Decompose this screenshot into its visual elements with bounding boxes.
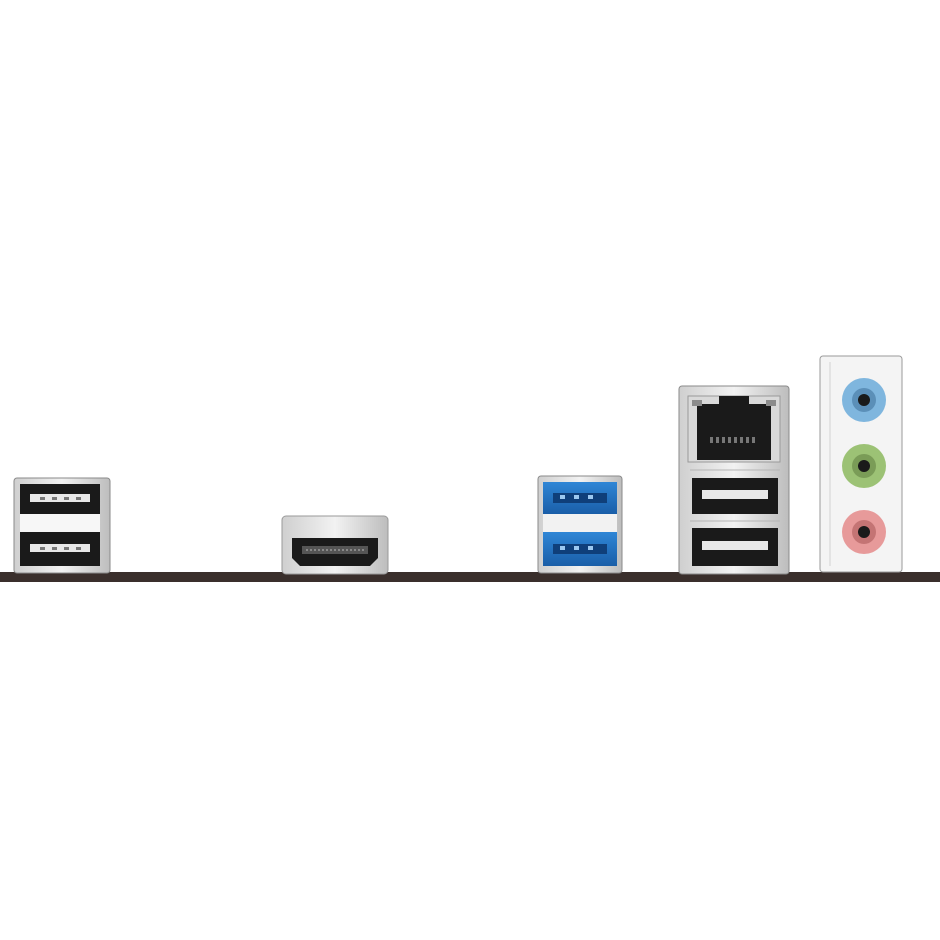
usb3-port-icon — [553, 493, 607, 503]
usb3-port-icon — [553, 544, 607, 554]
lan-led-left — [692, 400, 702, 406]
audio-jack-icon — [842, 510, 886, 554]
lan-led-right — [766, 400, 776, 406]
hdmi-port — [281, 515, 389, 575]
lan-usb-combo — [678, 385, 790, 575]
usb3-port-stack — [537, 475, 623, 574]
audio-jack-icon — [842, 378, 886, 422]
pcb-board-edge — [0, 572, 940, 582]
rj45-port-icon — [697, 396, 771, 460]
usb-port-icon — [40, 547, 81, 550]
usb2-port-stack — [13, 477, 111, 574]
audio-jack-icon — [842, 444, 886, 488]
usb-port-icon — [40, 497, 81, 500]
audio-jack-module — [819, 355, 903, 573]
